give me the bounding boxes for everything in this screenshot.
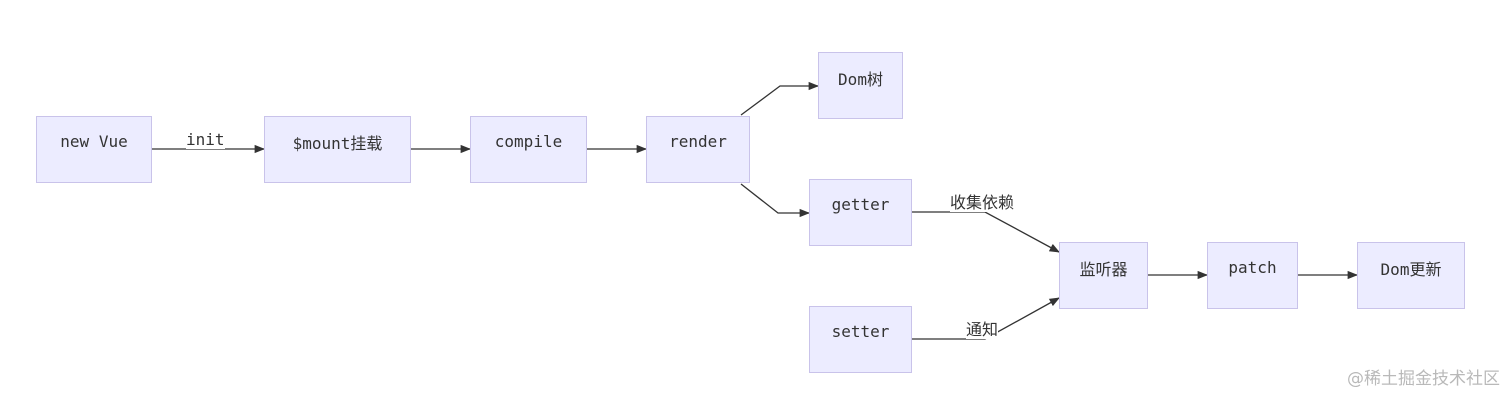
node-mount: $mount挂载 bbox=[264, 116, 411, 183]
edge-label-notify: 通知 bbox=[966, 320, 999, 339]
node-dom-update: Dom更新 bbox=[1357, 242, 1465, 309]
node-watcher: 监听器 bbox=[1059, 242, 1148, 309]
node-patch: patch bbox=[1207, 242, 1298, 309]
edge-label-init: init bbox=[186, 130, 225, 149]
node-render-label: render bbox=[669, 132, 727, 151]
node-compile-label: compile bbox=[494, 132, 563, 151]
edge-label-collect: 收集依赖 bbox=[950, 193, 1015, 212]
node-mount-label: $mount挂载 bbox=[292, 133, 383, 153]
node-dom-tree: Dom树 bbox=[818, 52, 903, 119]
node-render: render bbox=[646, 116, 750, 183]
node-dom-update-label: Dom更新 bbox=[1380, 259, 1442, 279]
watermark-text: @稀土掘金技术社区 bbox=[1347, 369, 1500, 389]
node-getter-label: getter bbox=[831, 195, 890, 214]
node-dom-tree-label: Dom树 bbox=[838, 69, 883, 89]
node-compile: compile bbox=[470, 116, 587, 183]
edge-render-getter bbox=[740, 183, 811, 218]
node-getter: getter bbox=[809, 179, 912, 246]
edge-setter-watcher bbox=[911, 297, 1060, 340]
edge-render-domtree bbox=[740, 81, 820, 116]
node-setter: setter bbox=[809, 306, 912, 373]
node-new-vue-label: new Vue bbox=[60, 132, 128, 151]
node-setter-label: setter bbox=[831, 322, 890, 341]
node-patch-label: patch bbox=[1228, 258, 1277, 277]
node-new-vue: new Vue bbox=[36, 116, 152, 183]
edge-getter-watcher bbox=[911, 211, 1060, 253]
node-watcher-label: 监听器 bbox=[1079, 259, 1128, 279]
